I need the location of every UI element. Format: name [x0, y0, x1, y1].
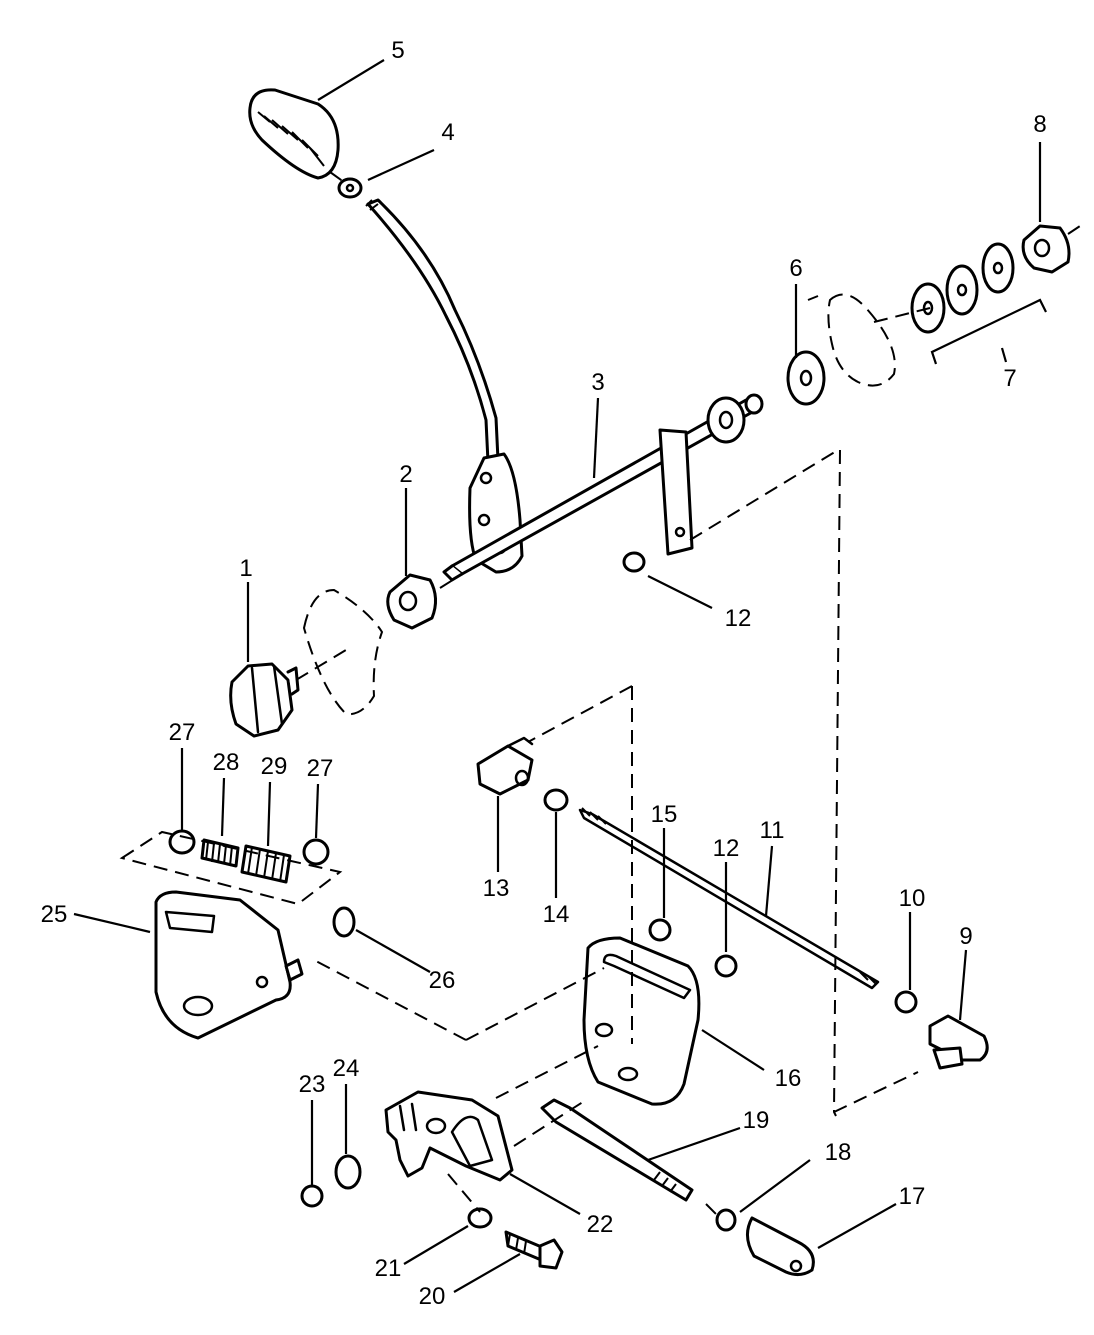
callout-29: 29 [261, 753, 288, 780]
spring-set [119, 829, 343, 906]
callout-25: 25 [41, 901, 68, 928]
callout-24: 24 [333, 1055, 360, 1082]
callout-18: 18 [825, 1139, 852, 1166]
callout-19: 19 [743, 1107, 770, 1134]
callout-27a: 27 [169, 719, 196, 746]
control-rod [578, 807, 880, 990]
shaft-washer [786, 350, 826, 406]
callout-22: 22 [587, 1211, 614, 1238]
callout-11: 11 [760, 817, 785, 844]
callout-15: 15 [651, 801, 678, 828]
clevis-end [746, 1216, 815, 1277]
assembly-line-rod [527, 685, 633, 1044]
assembly-line-bracket [447, 1045, 599, 1213]
hex-bolt-small [504, 1230, 564, 1270]
callout-10: 10 [899, 885, 926, 912]
callout-14: 14 [543, 901, 570, 928]
assembly-line-lever [329, 171, 345, 183]
cover-plate [154, 890, 304, 1040]
assembly-line-washers [1067, 225, 1081, 235]
end-nut [1021, 224, 1071, 274]
frame-outline-left [302, 588, 384, 716]
callout-6: 6 [789, 255, 802, 282]
leader-lines [73, 59, 1047, 1293]
callout-5: 5 [391, 37, 404, 64]
assembly-line-main [832, 449, 919, 1117]
plate-nut [648, 918, 672, 942]
small-washer [467, 1207, 493, 1229]
rod-nut [543, 788, 569, 812]
callout-1: 1 [239, 555, 252, 582]
callout-labels: 1 2 3 4 5 6 7 8 9 10 11 12 12 13 14 15 1… [41, 37, 1047, 1310]
clevis [476, 736, 534, 796]
hex-bolt [229, 662, 300, 738]
callout-16: 16 [775, 1065, 802, 1092]
shaft-nut [386, 573, 437, 630]
lever-nut [337, 177, 363, 199]
mounting-plate [582, 936, 701, 1106]
shift-lever [365, 198, 524, 574]
rod-nut-lower [714, 954, 738, 978]
bracket-washer [334, 1154, 362, 1190]
callout-20: 20 [419, 1283, 446, 1310]
callout-28: 28 [213, 749, 240, 776]
callout-13: 13 [483, 875, 510, 902]
callout-21: 21 [375, 1255, 402, 1282]
bracket-nut-lower [300, 1184, 324, 1208]
callout-17: 17 [899, 1183, 926, 1210]
callout-26: 26 [429, 967, 456, 994]
callout-7: 7 [1003, 365, 1016, 392]
pivot-bolt [540, 1098, 694, 1202]
bracket-nut [622, 551, 646, 573]
pivot-nut [715, 1208, 737, 1232]
callout-4: 4 [441, 119, 454, 146]
part-drawings [119, 88, 1081, 1277]
frame-outline-right [827, 293, 896, 387]
shift-bracket [384, 1090, 514, 1182]
callout-3: 3 [591, 369, 604, 396]
callout-12a: 12 [725, 605, 752, 632]
assembly-line-shaft [689, 295, 931, 541]
clevis-pin [928, 1014, 989, 1070]
washer-set [910, 242, 1015, 334]
callout-23: 23 [299, 1071, 326, 1098]
cover-washer [332, 906, 356, 938]
callout-8: 8 [1033, 111, 1046, 138]
lever-knob [248, 88, 340, 180]
shift-shaft [442, 393, 764, 582]
assembly-line-plate [313, 959, 605, 1041]
callout-12b: 12 [713, 835, 740, 862]
pin-nut [894, 990, 918, 1014]
callout-27b: 27 [307, 755, 334, 782]
callout-9: 9 [959, 923, 972, 950]
assembly-line-bolt [295, 577, 717, 1215]
callout-2: 2 [399, 461, 412, 488]
